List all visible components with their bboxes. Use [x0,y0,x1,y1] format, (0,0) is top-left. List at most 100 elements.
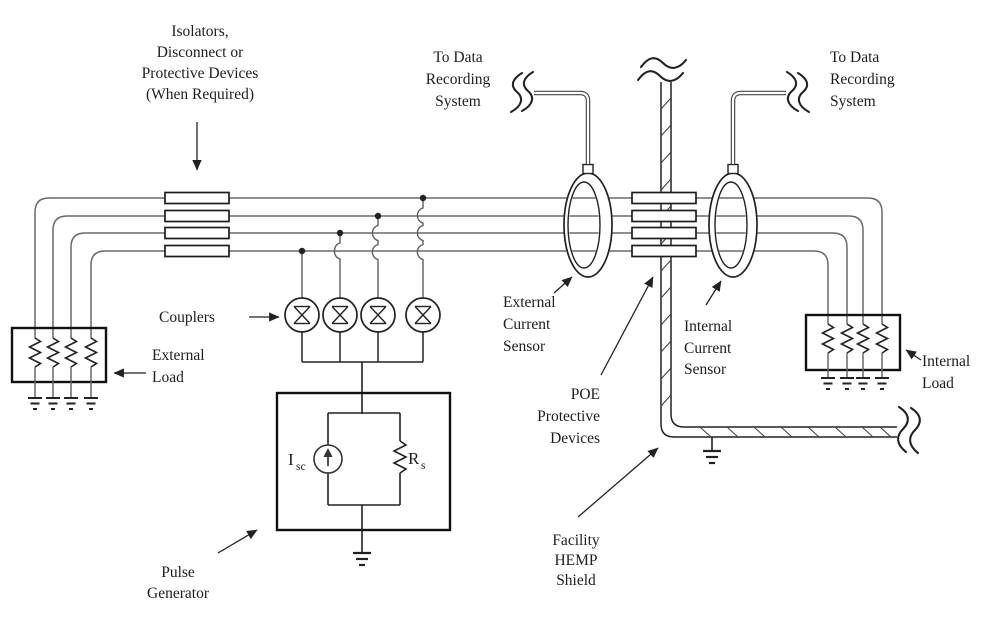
coupler-symbol [405,297,441,333]
ground-symbol [27,397,43,410]
cable-break-symbol [796,71,811,114]
sensor-connector [727,163,739,175]
couplers-group [284,297,441,414]
coupler-tap-wire [371,216,379,298]
coupler-tap-wire [416,198,424,298]
ground-symbol [63,397,79,410]
resistor-symbol [45,337,61,368]
isc-subscript: sc [296,461,306,473]
isolator-box [164,244,230,258]
shield-break-symbol [897,405,909,454]
pulse-generator-arrow [217,529,258,554]
external-load-box [10,326,108,384]
line-3 [70,232,848,338]
isolator-box [164,209,230,223]
resistor-symbol [83,337,99,368]
pulse-generator-label: Pulse [161,564,195,581]
internal-load-label: Load [922,375,954,392]
shield-wall-inner [670,82,897,428]
cable-break-symbol [785,70,800,113]
internal-load-label: Internal [922,353,970,370]
external-current-sensor [509,70,613,278]
line-4 [90,250,829,338]
isolators-label: Protective Devices [142,65,259,82]
poe-protective-devices [631,191,697,258]
resistor-symbol [855,323,871,354]
external-load [10,326,108,410]
shield-break-symbol [909,406,921,455]
to-data-left-label: Recording [426,71,491,88]
ground-symbol [839,377,855,390]
coupler-symbol [322,297,358,333]
ground-symbol [874,377,890,390]
external-current-sensor-label: Sensor [503,338,546,355]
ground-symbol [351,551,373,567]
isolators-label: Isolators, [171,23,228,40]
transmission-lines [34,197,883,338]
poe-devices-label: Devices [550,430,600,447]
facility-shield-label: HEMP [554,552,597,569]
external-load-label: Load [152,369,184,386]
couplers-label: Couplers [159,309,215,326]
poe-box [631,244,697,258]
ground-symbol [83,397,99,410]
ground-symbol [701,449,723,465]
cable-break-symbol [520,70,535,113]
line-1 [34,197,883,338]
external-sensor-arrow [553,276,573,294]
internal-current-sensor-label: Internal [684,318,732,335]
internal-load [804,313,902,390]
external-current-sensor-label: External [503,294,556,311]
resistor-symbol [874,323,890,354]
to-data-right-label: System [830,93,876,110]
to-data-left-label: To Data [433,49,482,66]
shield-wall-outer [660,82,897,438]
resistor-symbol [839,323,855,354]
facility-shield-label: Facility [552,532,600,549]
shield-break-symbol [636,70,685,82]
sensor-toroid-inner [567,181,601,269]
coupler-tap-wire [333,233,341,298]
resistor-symbol [27,337,43,368]
ground-symbol [855,377,871,390]
resistor-symbol [820,323,836,354]
pulse-generator-box [275,391,452,532]
facility-shield [636,57,921,465]
pulse-generator-label: Generator [147,585,210,602]
ground-symbol [820,377,836,390]
resistor-symbol [63,337,79,368]
poe-arrow [600,276,654,376]
to-data-left-label: System [435,93,481,110]
poe-devices-label: POE [571,386,600,403]
poe-devices-label: Protective [537,408,600,425]
isolator-devices [164,191,230,258]
connection-dot [374,212,382,220]
sensor-connector [582,163,594,175]
coupler-symbol [284,297,320,333]
connection-dot [298,247,306,255]
connection-dot [419,194,427,202]
isolators-label: (When Required) [146,86,254,103]
internal-current-sensor-label: Current [684,340,732,357]
pulse-generator: I sc R s [275,391,452,567]
ground-symbol [45,397,61,410]
poe-box [631,191,697,205]
coupler-tap-wires [298,194,427,298]
sensor-toroid-inner [714,181,748,269]
sensor-cable [730,90,786,164]
source-resistor-symbol [392,440,408,474]
internal-load-box [804,313,902,372]
text-labels: Isolators, Disconnect or Protective Devi… [142,23,971,602]
current-source-symbol [313,444,343,474]
external-current-sensor-label: Current [503,316,551,333]
to-data-right-label: To Data [830,49,879,66]
poe-box [631,226,697,240]
annotation-arrows [113,122,922,554]
line-2 [52,215,864,338]
rs-subscript: s [421,460,426,472]
sensor-cable [534,90,591,164]
internal-current-sensor [708,70,811,278]
poe-box [631,209,697,223]
